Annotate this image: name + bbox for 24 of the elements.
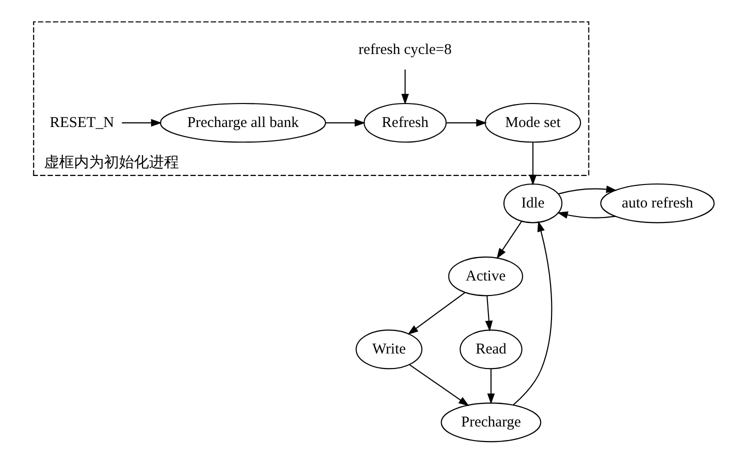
arrow — [558, 185, 617, 194]
node-ellipse: Read — [460, 329, 522, 369]
arrow — [487, 368, 495, 404]
node-ellipse: Refresh — [364, 102, 447, 142]
arrow — [122, 118, 162, 126]
arrow — [485, 295, 493, 331]
node-ellipse: Write — [356, 329, 422, 369]
arrow — [408, 292, 466, 334]
arrow — [496, 220, 522, 258]
node-text: RESET_N — [50, 114, 114, 130]
arrow — [529, 142, 537, 185]
arrow — [409, 364, 470, 406]
arrow — [512, 220, 552, 405]
node-ellipse: Precharge all bank — [160, 102, 326, 142]
arrow — [557, 210, 616, 218]
node-ellipse: Mode set — [484, 102, 582, 142]
node-ellipse: auto refresh — [600, 182, 715, 223]
node-text: refresh cycle=8 — [358, 41, 452, 58]
arrow — [446, 118, 487, 126]
node-ellipse: Active — [448, 256, 524, 296]
node-ellipse: Precharge — [440, 402, 542, 442]
arrow — [326, 118, 366, 126]
node-ellipse: Idle — [503, 182, 562, 223]
arrow — [401, 69, 409, 104]
